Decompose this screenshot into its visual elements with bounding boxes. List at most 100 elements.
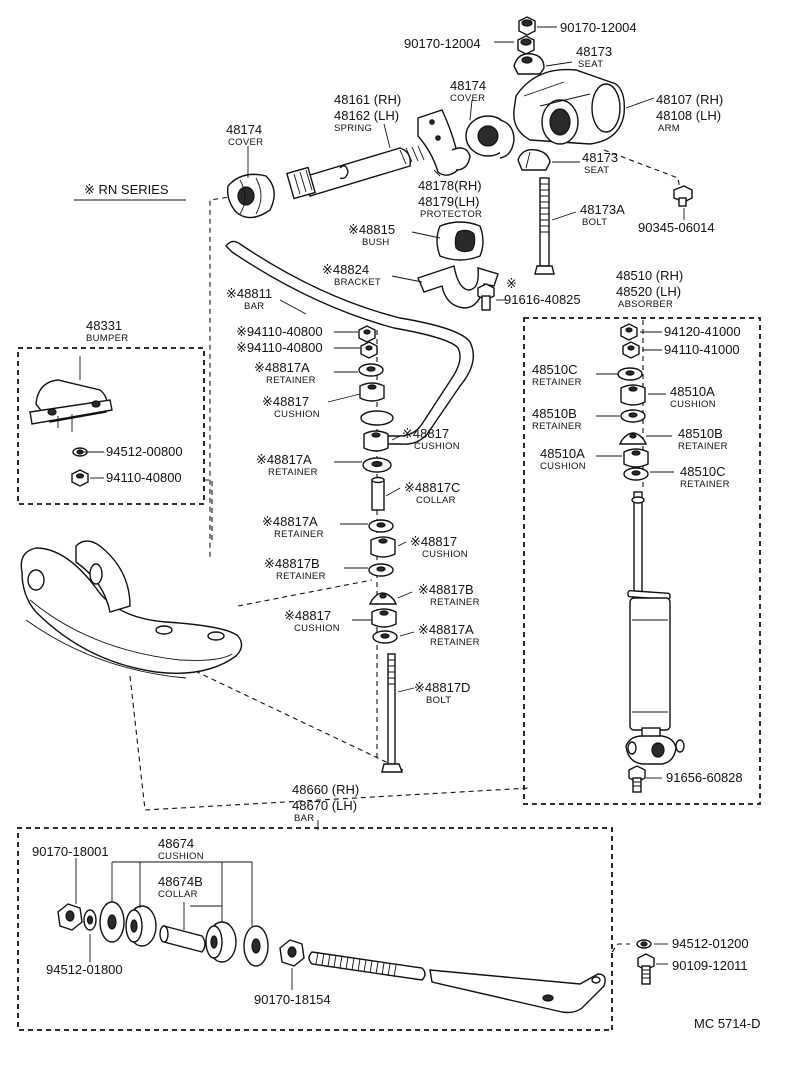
svg-text:48510C: 48510C	[680, 464, 726, 479]
label-strut-cushion: 48674 CUSHION	[158, 836, 204, 862]
svg-text:94512-00800: 94512-00800	[106, 444, 183, 459]
svg-text:48510C: 48510C	[532, 362, 578, 377]
svg-text:RETAINER: RETAINER	[274, 529, 324, 540]
strut-washer2-part	[636, 939, 652, 949]
svg-text:CUSHION: CUSHION	[540, 461, 586, 472]
svg-text:48670 (LH): 48670 (LH)	[292, 798, 357, 813]
label-stab-ret-b1: ※48817B RETAINER	[264, 556, 325, 582]
seat-top	[513, 53, 545, 75]
svg-text:48162 (LH): 48162 (LH)	[334, 108, 399, 123]
label-bolt-90345: 90345-06014	[638, 220, 715, 235]
nut-top-2	[517, 35, 535, 55]
stab-retainer-b1	[368, 563, 394, 577]
svg-text:48510B: 48510B	[532, 406, 577, 421]
bumper-ref-line	[204, 479, 213, 540]
label-abs-ret-c2: 48510C RETAINER	[680, 464, 729, 490]
svg-text:BAR: BAR	[294, 813, 314, 824]
svg-text:※48817D: ※48817D	[414, 680, 470, 695]
strut-cushion-3	[205, 921, 237, 963]
label-stab-cush-2: ※48817 CUSHION	[402, 426, 460, 452]
seat-lower	[517, 149, 551, 171]
label-seat-top: 48173 SEAT	[576, 44, 612, 70]
svg-text:PROTECTOR: PROTECTOR	[420, 209, 482, 220]
label-bolt-91616: ※ 91616-40825	[504, 276, 581, 307]
label-bumper: 48331 BUMPER	[86, 318, 128, 344]
svg-text:※48817B: ※48817B	[264, 556, 320, 571]
leader-lines	[75, 26, 685, 990]
strut-nut2-part	[279, 939, 305, 967]
bumper-group-box	[17, 347, 205, 505]
svg-text:48107 (RH): 48107 (RH)	[656, 92, 723, 107]
stab-ref-line	[237, 579, 373, 607]
label-stab-collar-c: ※48817C COLLAR	[404, 480, 460, 506]
abs-retainer-c1	[617, 367, 643, 381]
stabilizer-bar-part	[225, 240, 474, 445]
label-stab-cush-1: ※48817 CUSHION	[262, 394, 320, 420]
svg-text:90170-18001: 90170-18001	[32, 844, 109, 859]
strut-bolt-part	[637, 953, 655, 985]
svg-text:90170-12004: 90170-12004	[404, 36, 481, 51]
stab-bolt-d	[381, 653, 404, 773]
label-strut-bar: 48660 (RH) 48670 (LH) BAR	[292, 782, 359, 824]
svg-text:※48817: ※48817	[402, 426, 449, 441]
label-absorber: 48510 (RH) 48520 (LH) ABSORBER	[616, 268, 683, 310]
bolt-91616-part	[477, 283, 495, 311]
svg-text:48674: 48674	[158, 836, 194, 851]
svg-text:SEAT: SEAT	[578, 59, 603, 70]
svg-text:48179(LH): 48179(LH)	[418, 194, 479, 209]
svg-text:BUMPER: BUMPER	[86, 333, 128, 344]
svg-text:94120-41000: 94120-41000	[664, 324, 741, 339]
svg-text:※48824: ※48824	[322, 262, 369, 277]
svg-text:RETAINER: RETAINER	[532, 377, 582, 388]
strut-bar-part	[308, 951, 606, 1014]
label-cover-left: 48174 COVER	[226, 122, 263, 148]
label-abs-cush-a1: 48510A CUSHION	[670, 384, 716, 410]
label-nut-top-2: 90170-12004	[404, 36, 481, 51]
label-stab-ret-a2: ※48817A RETAINER	[256, 452, 318, 478]
svg-text:48331: 48331	[86, 318, 122, 333]
svg-text:94512-01200: 94512-01200	[672, 936, 749, 951]
svg-text:SEAT: SEAT	[584, 165, 609, 176]
svg-text:ABSORBER: ABSORBER	[618, 299, 673, 310]
svg-text:CUSHION: CUSHION	[274, 409, 320, 420]
svg-text:COVER: COVER	[228, 137, 263, 148]
strut-nut-part	[57, 903, 83, 931]
label-stab-nut-a: ※94110-40800	[236, 324, 323, 339]
svg-text:※48817: ※48817	[284, 608, 331, 623]
svg-text:※: ※	[506, 276, 517, 291]
svg-text:BOLT: BOLT	[582, 217, 607, 228]
stab-collar-c	[371, 476, 385, 511]
svg-text:RETAINER: RETAINER	[268, 467, 318, 478]
svg-text:91616-40825: 91616-40825	[504, 292, 581, 307]
bush-part	[436, 221, 484, 261]
svg-text:48510A: 48510A	[540, 446, 585, 461]
abs-nut-1	[620, 323, 638, 341]
label-cover-right: 48174 COVER	[450, 78, 486, 104]
svg-text:BAR: BAR	[244, 301, 264, 312]
svg-text:COVER: COVER	[450, 93, 485, 104]
svg-text:48510 (RH): 48510 (RH)	[616, 268, 683, 283]
svg-text:48660 (RH): 48660 (RH)	[292, 782, 359, 797]
label-abs-nut2: 94110-41000	[664, 342, 740, 357]
nut-top	[518, 16, 536, 36]
svg-text:SPRING: SPRING	[334, 123, 372, 134]
arm-part	[513, 68, 626, 145]
abs-bolt-part	[628, 765, 646, 793]
label-bumper-nut2: 94110-40800	[106, 470, 182, 485]
bumper-nut	[71, 469, 89, 487]
svg-text:94110-40800: 94110-40800	[106, 470, 182, 485]
abs-cushion-a2	[623, 448, 649, 468]
svg-text:※48815: ※48815	[348, 222, 395, 237]
label-stab-ret-a3: ※48817A RETAINER	[262, 514, 324, 540]
label-abs-ret-c1: 48510C RETAINER	[532, 362, 582, 388]
svg-text:90345-06014: 90345-06014	[638, 220, 715, 235]
svg-text:※48817B: ※48817B	[418, 582, 474, 597]
svg-text:COLLAR: COLLAR	[416, 495, 456, 506]
strut-washer-part	[83, 909, 97, 931]
svg-text:BUSH: BUSH	[362, 237, 390, 248]
bolt-90345	[673, 185, 693, 207]
label-stab-nut-b: ※94110-40800	[236, 340, 323, 355]
svg-text:94110-41000: 94110-41000	[664, 342, 740, 357]
svg-text:RETAINER: RETAINER	[266, 375, 316, 386]
